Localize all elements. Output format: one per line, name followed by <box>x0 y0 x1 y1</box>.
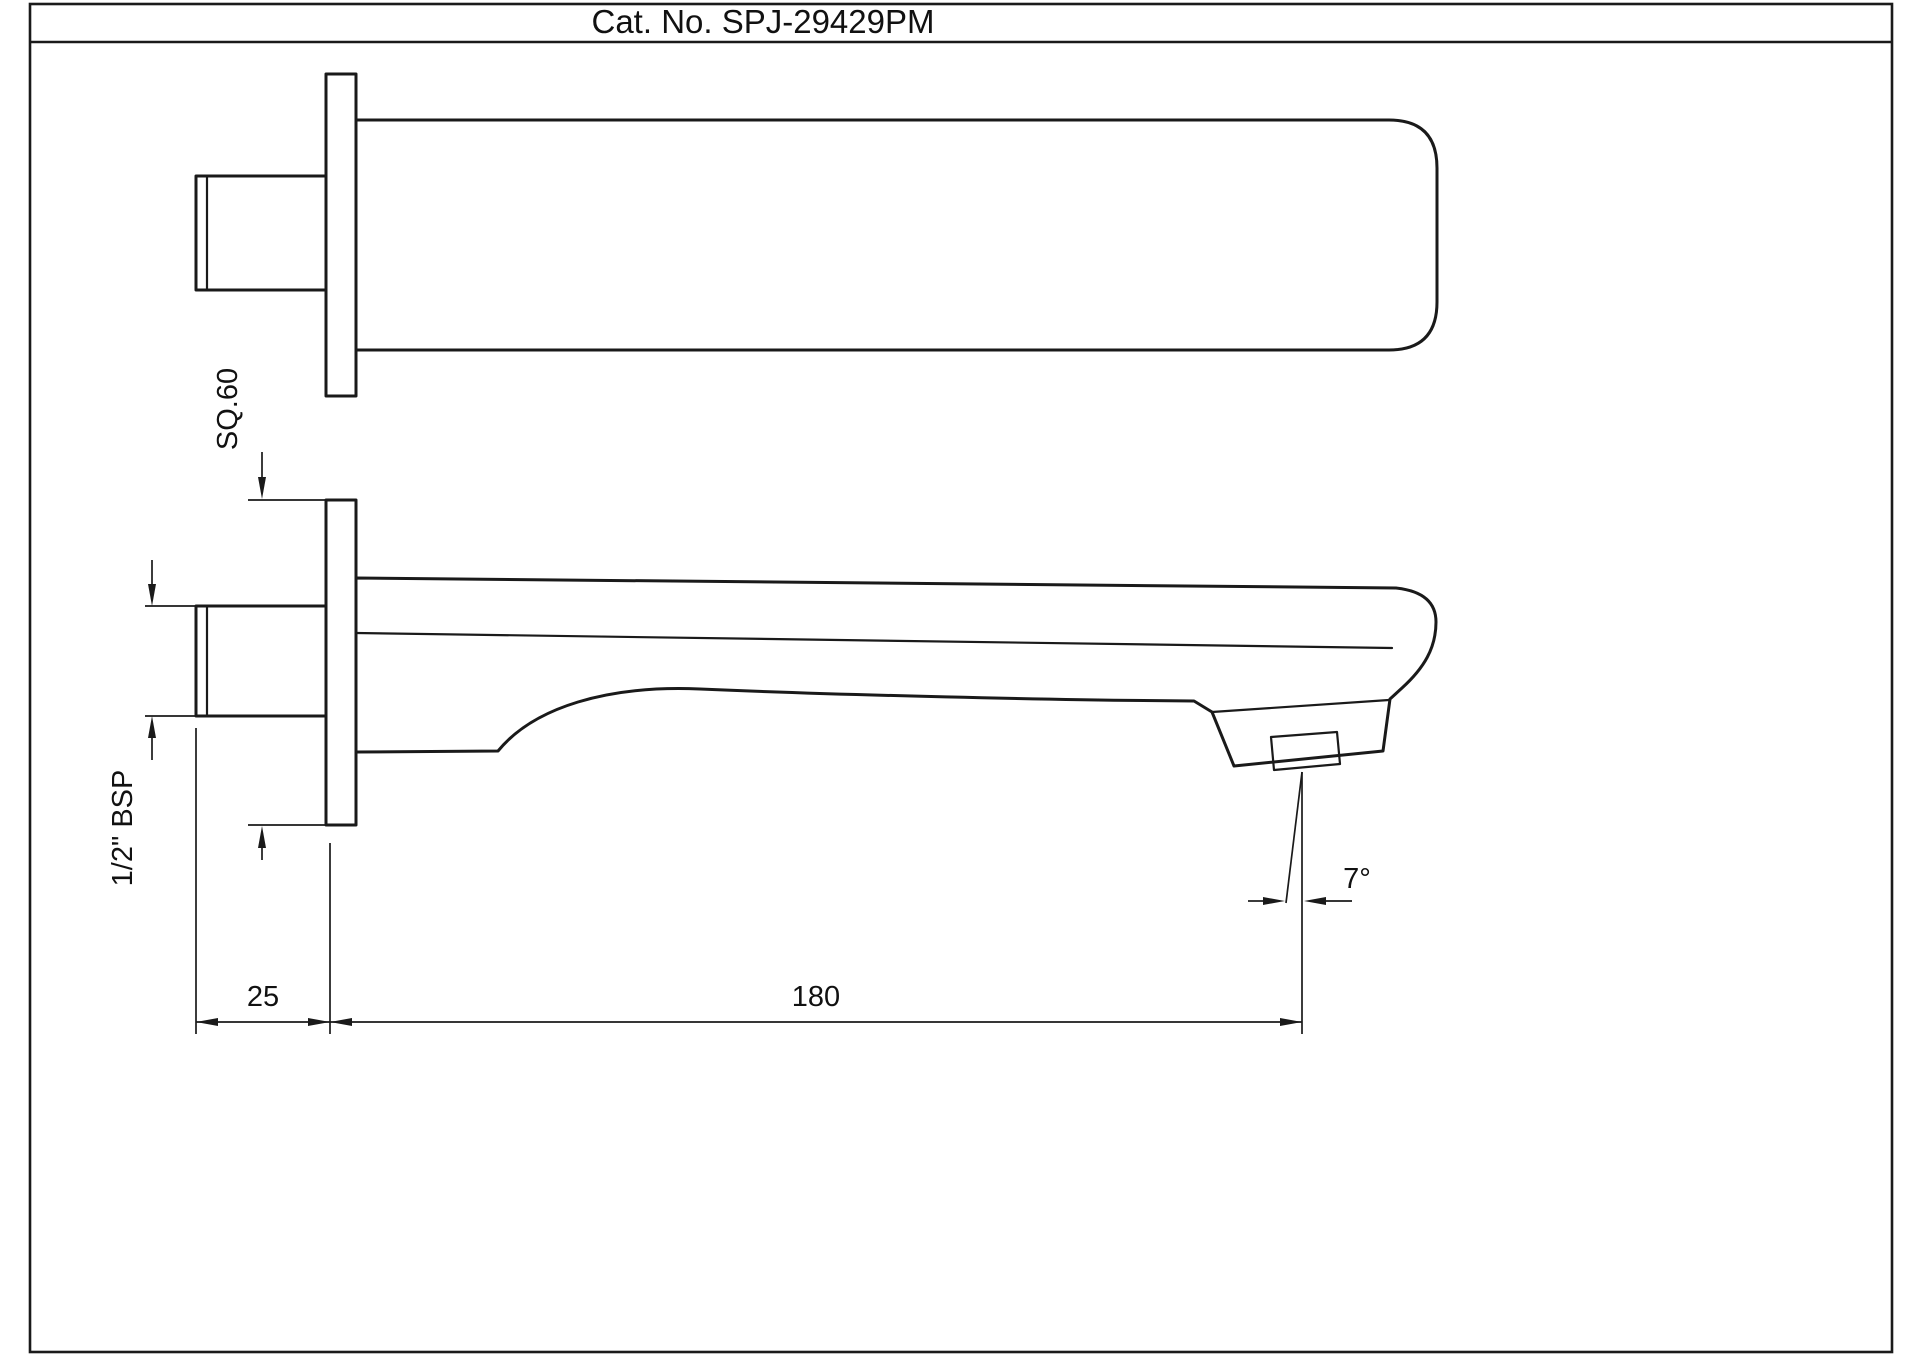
side-view <box>194 498 1438 827</box>
arrowhead-left-icon <box>330 1018 352 1026</box>
dim-thread: 1/2" BSP <box>107 560 196 886</box>
arrowhead-down-icon <box>148 584 156 606</box>
dim-flange-size: SQ.60 <box>212 368 326 860</box>
arrowhead-down-icon <box>258 477 266 499</box>
top-view-spout-body <box>354 118 1439 352</box>
side-view-top-surface-line <box>354 631 1394 650</box>
top-view <box>194 72 1439 398</box>
arrowhead-left-icon <box>196 1018 218 1026</box>
top-view-wall-flange <box>324 72 358 398</box>
drawing-border <box>28 2 1894 1354</box>
arrowhead-left-icon <box>1304 897 1326 905</box>
side-view-tip-block-line <box>1210 698 1391 714</box>
arrowhead-up-icon <box>258 826 266 848</box>
arrowhead-up-icon <box>148 716 156 738</box>
side-view-wall-flange <box>324 498 358 827</box>
arrowhead-right-icon <box>308 1018 330 1026</box>
dim-outlet-angle: 7° <box>1248 771 1371 1034</box>
dim-wall-offset: 25 <box>195 728 331 1034</box>
dim-outlet-angle-label: 7° <box>1343 863 1371 895</box>
dim-spout-length-label: 180 <box>792 981 840 1013</box>
drawing-title: Cat. No. SPJ-29429PM <box>592 3 935 40</box>
top-view-thread-nipple <box>194 174 328 292</box>
side-view-thread-nipple <box>194 604 328 718</box>
dim-thread-label: 1/2" BSP <box>107 770 139 887</box>
side-view-spout-outline <box>354 576 1438 768</box>
side-view-aerator <box>1269 730 1342 772</box>
dim-spout-length: 180 <box>330 981 1302 1026</box>
angle-leg-line <box>1285 771 1303 904</box>
arrowhead-right-icon <box>1280 1018 1302 1026</box>
dim-wall-offset-label: 25 <box>247 981 279 1013</box>
arrowhead-right-icon <box>1263 897 1285 905</box>
dim-flange-size-label: SQ.60 <box>212 368 244 450</box>
